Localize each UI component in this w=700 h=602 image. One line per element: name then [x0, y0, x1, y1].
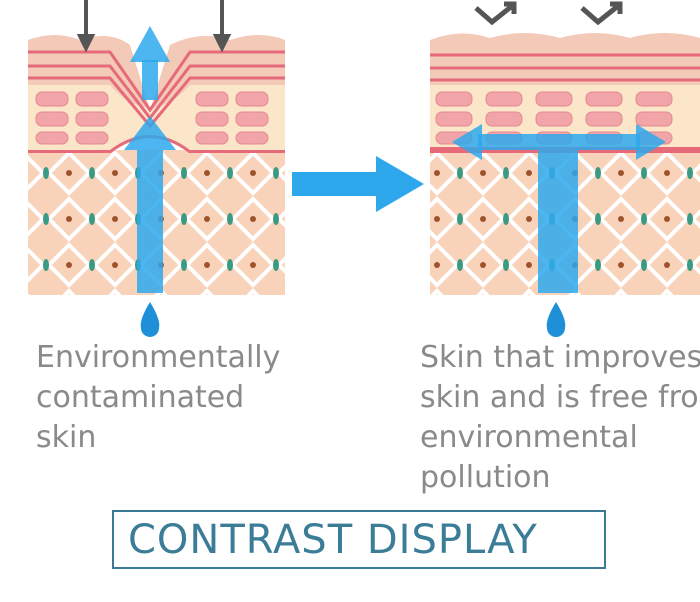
surface-layer [28, 35, 285, 110]
caption-line: skin [36, 420, 97, 455]
caption-line: pollution [420, 460, 551, 495]
deflected-pollution-arrows [474, 1, 623, 26]
contrast-display-title-box: CONTRAST DISPLAY [112, 510, 606, 569]
moisture-loss-arrow [124, 26, 176, 293]
pollution-arrows [76, 0, 232, 53]
surface-layer [430, 33, 700, 85]
water-drop-icon [140, 302, 160, 337]
improved-skin-caption: Skin that improves skin and is free from… [420, 338, 700, 498]
caption-line: Environmentally [36, 340, 281, 375]
cell-row [35, 91, 269, 145]
water-drop-icon [546, 302, 566, 337]
contrast-display-title: CONTRAST DISPLAY [128, 516, 538, 563]
caption-line: contaminated [36, 380, 245, 415]
transition-arrow-icon [292, 156, 424, 212]
moisture-retention-arrow [452, 124, 666, 293]
caption-line: Skin that improves [420, 340, 700, 375]
caption-line: environmental [420, 420, 638, 455]
caption-line: skin and is free from [420, 380, 700, 415]
contaminated-skin-caption: Environmentally contaminated skin [36, 338, 280, 458]
